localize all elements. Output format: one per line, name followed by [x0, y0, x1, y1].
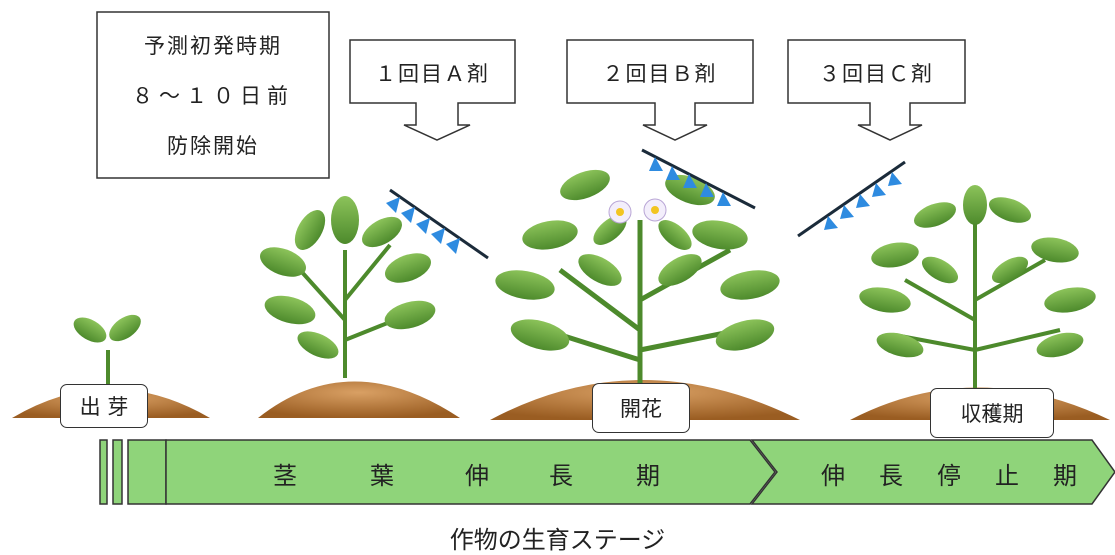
- forecast-line-3: 防除開始: [167, 134, 259, 158]
- sprayer-1: [386, 188, 489, 260]
- forecast-box: [96, 11, 330, 179]
- forecast-line-2: ８〜１０日前: [132, 84, 294, 108]
- diagram-caption: 作物の生育ステージ: [449, 526, 666, 554]
- stop-char-1: 伸: [821, 462, 845, 490]
- growth-char-4: 長: [549, 462, 573, 490]
- sprayer-2: [641, 148, 756, 210]
- timeline-bar: [99, 439, 1115, 505]
- plant-growing: [260, 196, 436, 378]
- flower-icon: [608, 198, 667, 224]
- callout-2: [566, 39, 754, 141]
- stage-label-harvest: 収穫期: [930, 388, 1054, 438]
- callout-3: [787, 39, 966, 141]
- stop-char-5: 期: [1053, 462, 1077, 490]
- growth-char-2: 葉: [370, 462, 394, 490]
- stop-char-4: 止: [995, 462, 1019, 490]
- soil-mound-2: [258, 381, 460, 418]
- callout-1: [349, 39, 516, 141]
- growth-char-3: 伸: [465, 462, 489, 490]
- stage-label-emergence: 出 芽: [60, 384, 148, 428]
- forecast-line-1: 予測初発時期: [144, 34, 282, 58]
- stop-char-2: 長: [879, 462, 903, 490]
- spray-label-2: ２回目Ｂ剤: [602, 62, 718, 86]
- stop-char-3: 停: [937, 462, 961, 490]
- seedling-plant: [73, 314, 141, 392]
- growth-char-5: 期: [636, 462, 660, 490]
- plant-flowering: [495, 169, 780, 390]
- spray-label-3: ３回目Ｃ剤: [819, 62, 934, 86]
- spray-label-1: １回目Ａ剤: [375, 62, 490, 86]
- growth-char-1: 茎: [273, 462, 297, 490]
- plant-mature: [859, 185, 1096, 395]
- stage-label-flowering: 開花: [592, 383, 690, 433]
- sprayer-3: [797, 160, 906, 238]
